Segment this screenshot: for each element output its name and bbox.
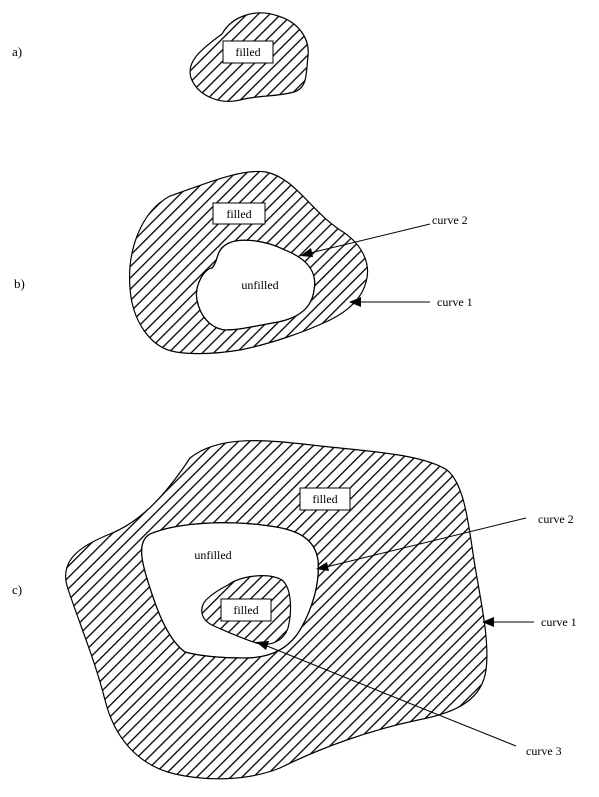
filled-label-b: filled [226, 207, 251, 221]
curve-3-label-c: curve 3 [526, 744, 562, 758]
curve-2-label-c: curve 2 [538, 512, 574, 526]
curve-1-region-b [128, 170, 369, 355]
curve-2-arrowhead-c [316, 562, 329, 571]
filled-label-a: filled [235, 45, 260, 59]
unfilled-label-b: unfilled [241, 278, 278, 292]
curve-2-leader-c [321, 517, 527, 569]
unfilled-label-c: unfilled [194, 548, 231, 562]
curve-3-arrowhead-c [256, 641, 269, 650]
curve-3-leader-c [261, 643, 517, 747]
part-a-label: a) [12, 44, 22, 59]
filled-tag-box-c-inner [220, 598, 272, 622]
curve-2-arrowhead-b [300, 248, 313, 257]
curve-1-label-b: curve 1 [437, 295, 473, 309]
example-b: b) filled unfilled curve 2 curve 1 [14, 170, 473, 355]
example-c: c) filled unfilled filled curve 2 curve … [12, 440, 577, 780]
filled-label-c-outer: filled [312, 492, 337, 506]
part-c-label: c) [12, 582, 22, 597]
curve-2-label-b: curve 2 [432, 213, 468, 227]
curve-1-arrowhead-c [482, 617, 494, 627]
curve-2-c [141, 522, 319, 659]
filled-tag-box-b [212, 202, 266, 225]
curve-1-arrowhead-b [349, 297, 361, 307]
filled-tag-box-a [222, 40, 274, 64]
filled-tag-box-c-outer [299, 487, 351, 511]
curve-2-leader-b [305, 223, 431, 255]
part-b-label: b) [14, 276, 25, 291]
filled-label-c-inner: filled [233, 603, 258, 617]
example-a: a) filled [12, 12, 309, 102]
curve-1-label-c: curve 1 [541, 615, 577, 629]
curve-2-b [195, 239, 316, 331]
